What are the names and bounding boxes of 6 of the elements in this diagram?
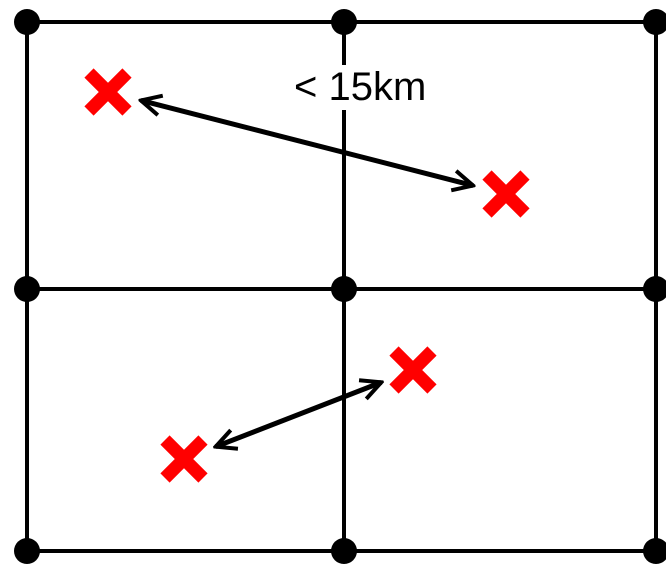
cross-mark [481,169,531,219]
cross-mark [159,434,209,484]
double-arrow [138,94,476,192]
cross-mark [388,345,438,395]
cross-mark [83,67,133,117]
double-arrow [214,378,384,451]
